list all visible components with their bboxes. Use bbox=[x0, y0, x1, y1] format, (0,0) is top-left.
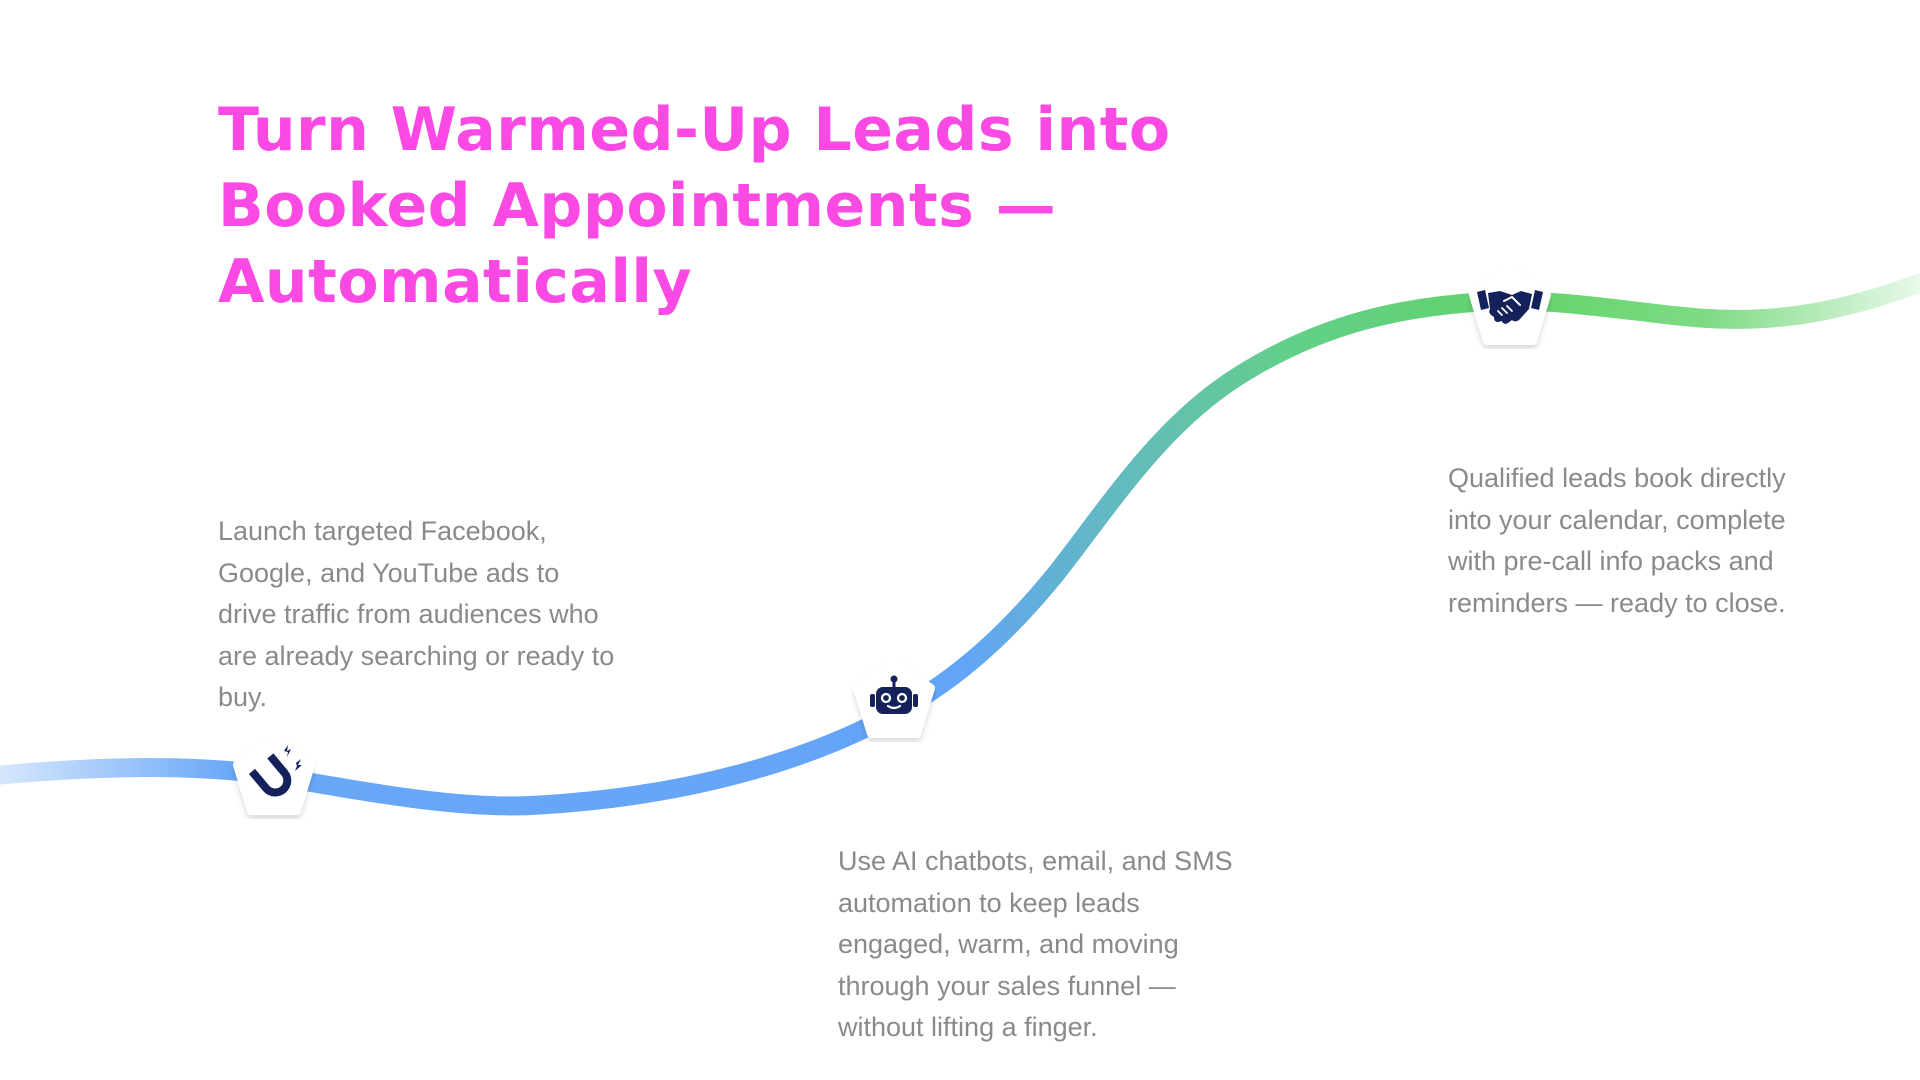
magnet-icon bbox=[233, 735, 315, 815]
journey-line bbox=[0, 273, 1920, 816]
description-line: without lifting a finger. bbox=[838, 1012, 1098, 1042]
step-description-automation: Use AI chatbots, email, and SMS automati… bbox=[838, 841, 1233, 1049]
step-node-booking bbox=[1468, 265, 1552, 349]
headline-line: Automatically bbox=[218, 247, 693, 317]
description-line: Qualified leads book directly bbox=[1448, 463, 1786, 493]
headline-line: Turn Warmed-Up Leads into bbox=[218, 95, 1171, 165]
description-line: buy. bbox=[218, 682, 268, 712]
headline: Turn Warmed-Up Leads into Booked Appoint… bbox=[218, 92, 1218, 320]
robot-icon bbox=[853, 658, 935, 738]
description-line: are already searching or ready to bbox=[218, 640, 615, 671]
description-line: with pre-call info packs and bbox=[1448, 546, 1774, 576]
step-node-ads bbox=[232, 735, 316, 819]
handshake-icon bbox=[1469, 265, 1551, 345]
step-description-booking: Qualified leads book directly into your … bbox=[1448, 458, 1786, 624]
description-line: drive traffic from audiences who bbox=[218, 599, 599, 629]
description-line: Google, and YouTube ads to bbox=[218, 557, 560, 588]
description-line: Launch targeted Facebook, bbox=[218, 516, 547, 546]
step-node-automation bbox=[852, 658, 936, 742]
headline-line: Booked Appointments — bbox=[218, 171, 1057, 241]
description-line: Use AI chatbots, email, and SMS bbox=[838, 846, 1233, 876]
description-line: engaged, warm, and moving bbox=[838, 929, 1179, 959]
description-line: through your sales funnel — bbox=[838, 970, 1176, 1001]
description-line: automation to keep leads bbox=[838, 887, 1140, 918]
description-line: reminders — ready to close. bbox=[1448, 587, 1786, 618]
step-description-ads: Launch targeted Facebook, Google, and Yo… bbox=[218, 511, 614, 719]
description-line: into your calendar, complete bbox=[1448, 504, 1786, 535]
